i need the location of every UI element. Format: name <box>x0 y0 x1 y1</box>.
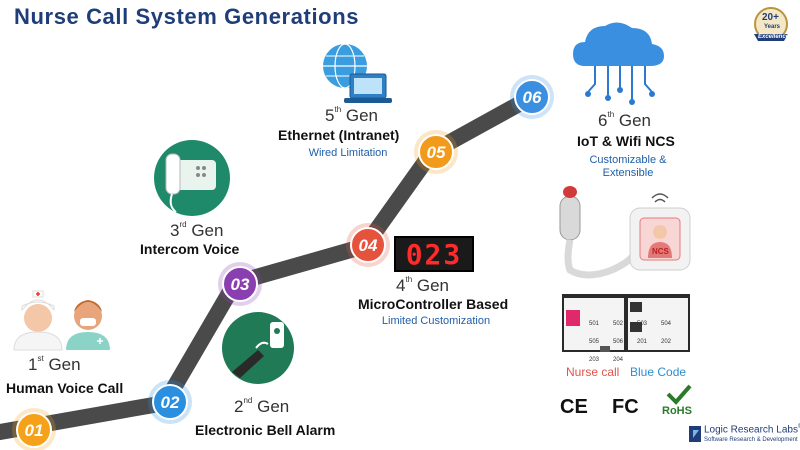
bell-button-icon <box>222 312 294 384</box>
page-title: Nurse Call System Generations <box>14 4 360 29</box>
badge-number-04: 04 <box>359 236 378 255</box>
rohs-check-icon <box>666 384 692 405</box>
years-badge-icon <box>754 7 788 41</box>
badge-number-05: 05 <box>427 143 446 162</box>
blue-code-caption: Blue Code <box>630 365 687 379</box>
gen6-label: 6th Gen <box>598 110 652 130</box>
screen-value: 204 <box>612 357 623 363</box>
gen5-label: 5th Gen <box>325 105 379 125</box>
years-label: Years <box>764 24 781 30</box>
gen4-subtitle: Limited Customization <box>381 315 491 327</box>
company-name: Logic Research Labs® <box>704 424 800 436</box>
gen5-subtitle: Wired Limitation <box>308 147 388 159</box>
led-display-icon: 023 <box>394 236 474 272</box>
badge-circle-01 <box>16 412 52 448</box>
screen-value: 203 <box>588 357 599 363</box>
badge-number-02: 02 <box>161 393 180 412</box>
screen-value: 506 <box>612 339 623 345</box>
badge-circle-05 <box>418 134 454 170</box>
gen1-label: 1st Gen <box>28 354 81 374</box>
screen-value: 202 <box>660 339 671 345</box>
screen-value: 502 <box>612 321 623 327</box>
gen6-name: IoT & Wifi NCS <box>577 133 675 149</box>
gen6-subtitle: Customizable & <box>589 154 667 166</box>
intercom-phone-icon <box>154 140 230 216</box>
screen-value: 504 <box>660 321 671 327</box>
monitor-screens-icon <box>562 294 690 352</box>
ncs-wifi-box-icon <box>629 193 691 271</box>
led-display-value: 023 <box>405 237 463 271</box>
company-tagline: Software Research & Development <box>704 437 798 443</box>
globe-laptop-icon <box>323 43 392 103</box>
gen2-name: Electronic Bell Alarm <box>195 422 336 438</box>
screen-value: 503 <box>636 321 647 327</box>
screen-value: 505 <box>588 339 599 345</box>
gen3-label: 3rd Gen <box>170 220 224 240</box>
gen5-name: Ethernet (Intranet) <box>278 127 400 143</box>
badge-number-06: 06 <box>523 88 542 107</box>
fcc-mark: FC <box>612 396 639 418</box>
gen3-name: Intercom Voice <box>140 241 240 257</box>
gen4-label: 4th Gen <box>396 275 450 295</box>
lrl-logo-icon <box>689 426 701 442</box>
nurse-avatars-icon <box>13 290 110 351</box>
generation-badges: 01 02 03 04 05 06 <box>12 75 554 450</box>
screen-value: 201 <box>636 339 647 345</box>
badge-circle-06 <box>514 79 550 115</box>
badge-number-01: 01 <box>25 421 44 440</box>
screen-value: 501 <box>588 321 599 327</box>
call-button-device-icon <box>559 186 640 279</box>
years-excellence: Excellence <box>758 34 790 40</box>
gen4-name: MicroController Based <box>358 296 509 312</box>
rohs-mark: RoHS <box>662 405 692 417</box>
badge-circle-04 <box>350 227 386 263</box>
badge-circle-02 <box>152 384 188 420</box>
gen1-name: Human Voice Call <box>6 380 124 396</box>
ncs-label: NCS <box>652 247 669 256</box>
ce-mark: CE <box>560 396 588 418</box>
badge-number-03: 03 <box>231 275 250 294</box>
nurse-call-caption: Nurse call <box>566 365 620 379</box>
gen6-subtitle-2: Extensible <box>602 167 654 179</box>
gen2-label: 2nd Gen <box>234 396 290 416</box>
cloud-network-icon <box>573 22 664 105</box>
screen-values: 501 502 503 504 505 506 201 202 203 204 <box>582 312 686 366</box>
years-value: 20+ <box>762 12 779 23</box>
badge-circle-03 <box>222 266 258 302</box>
